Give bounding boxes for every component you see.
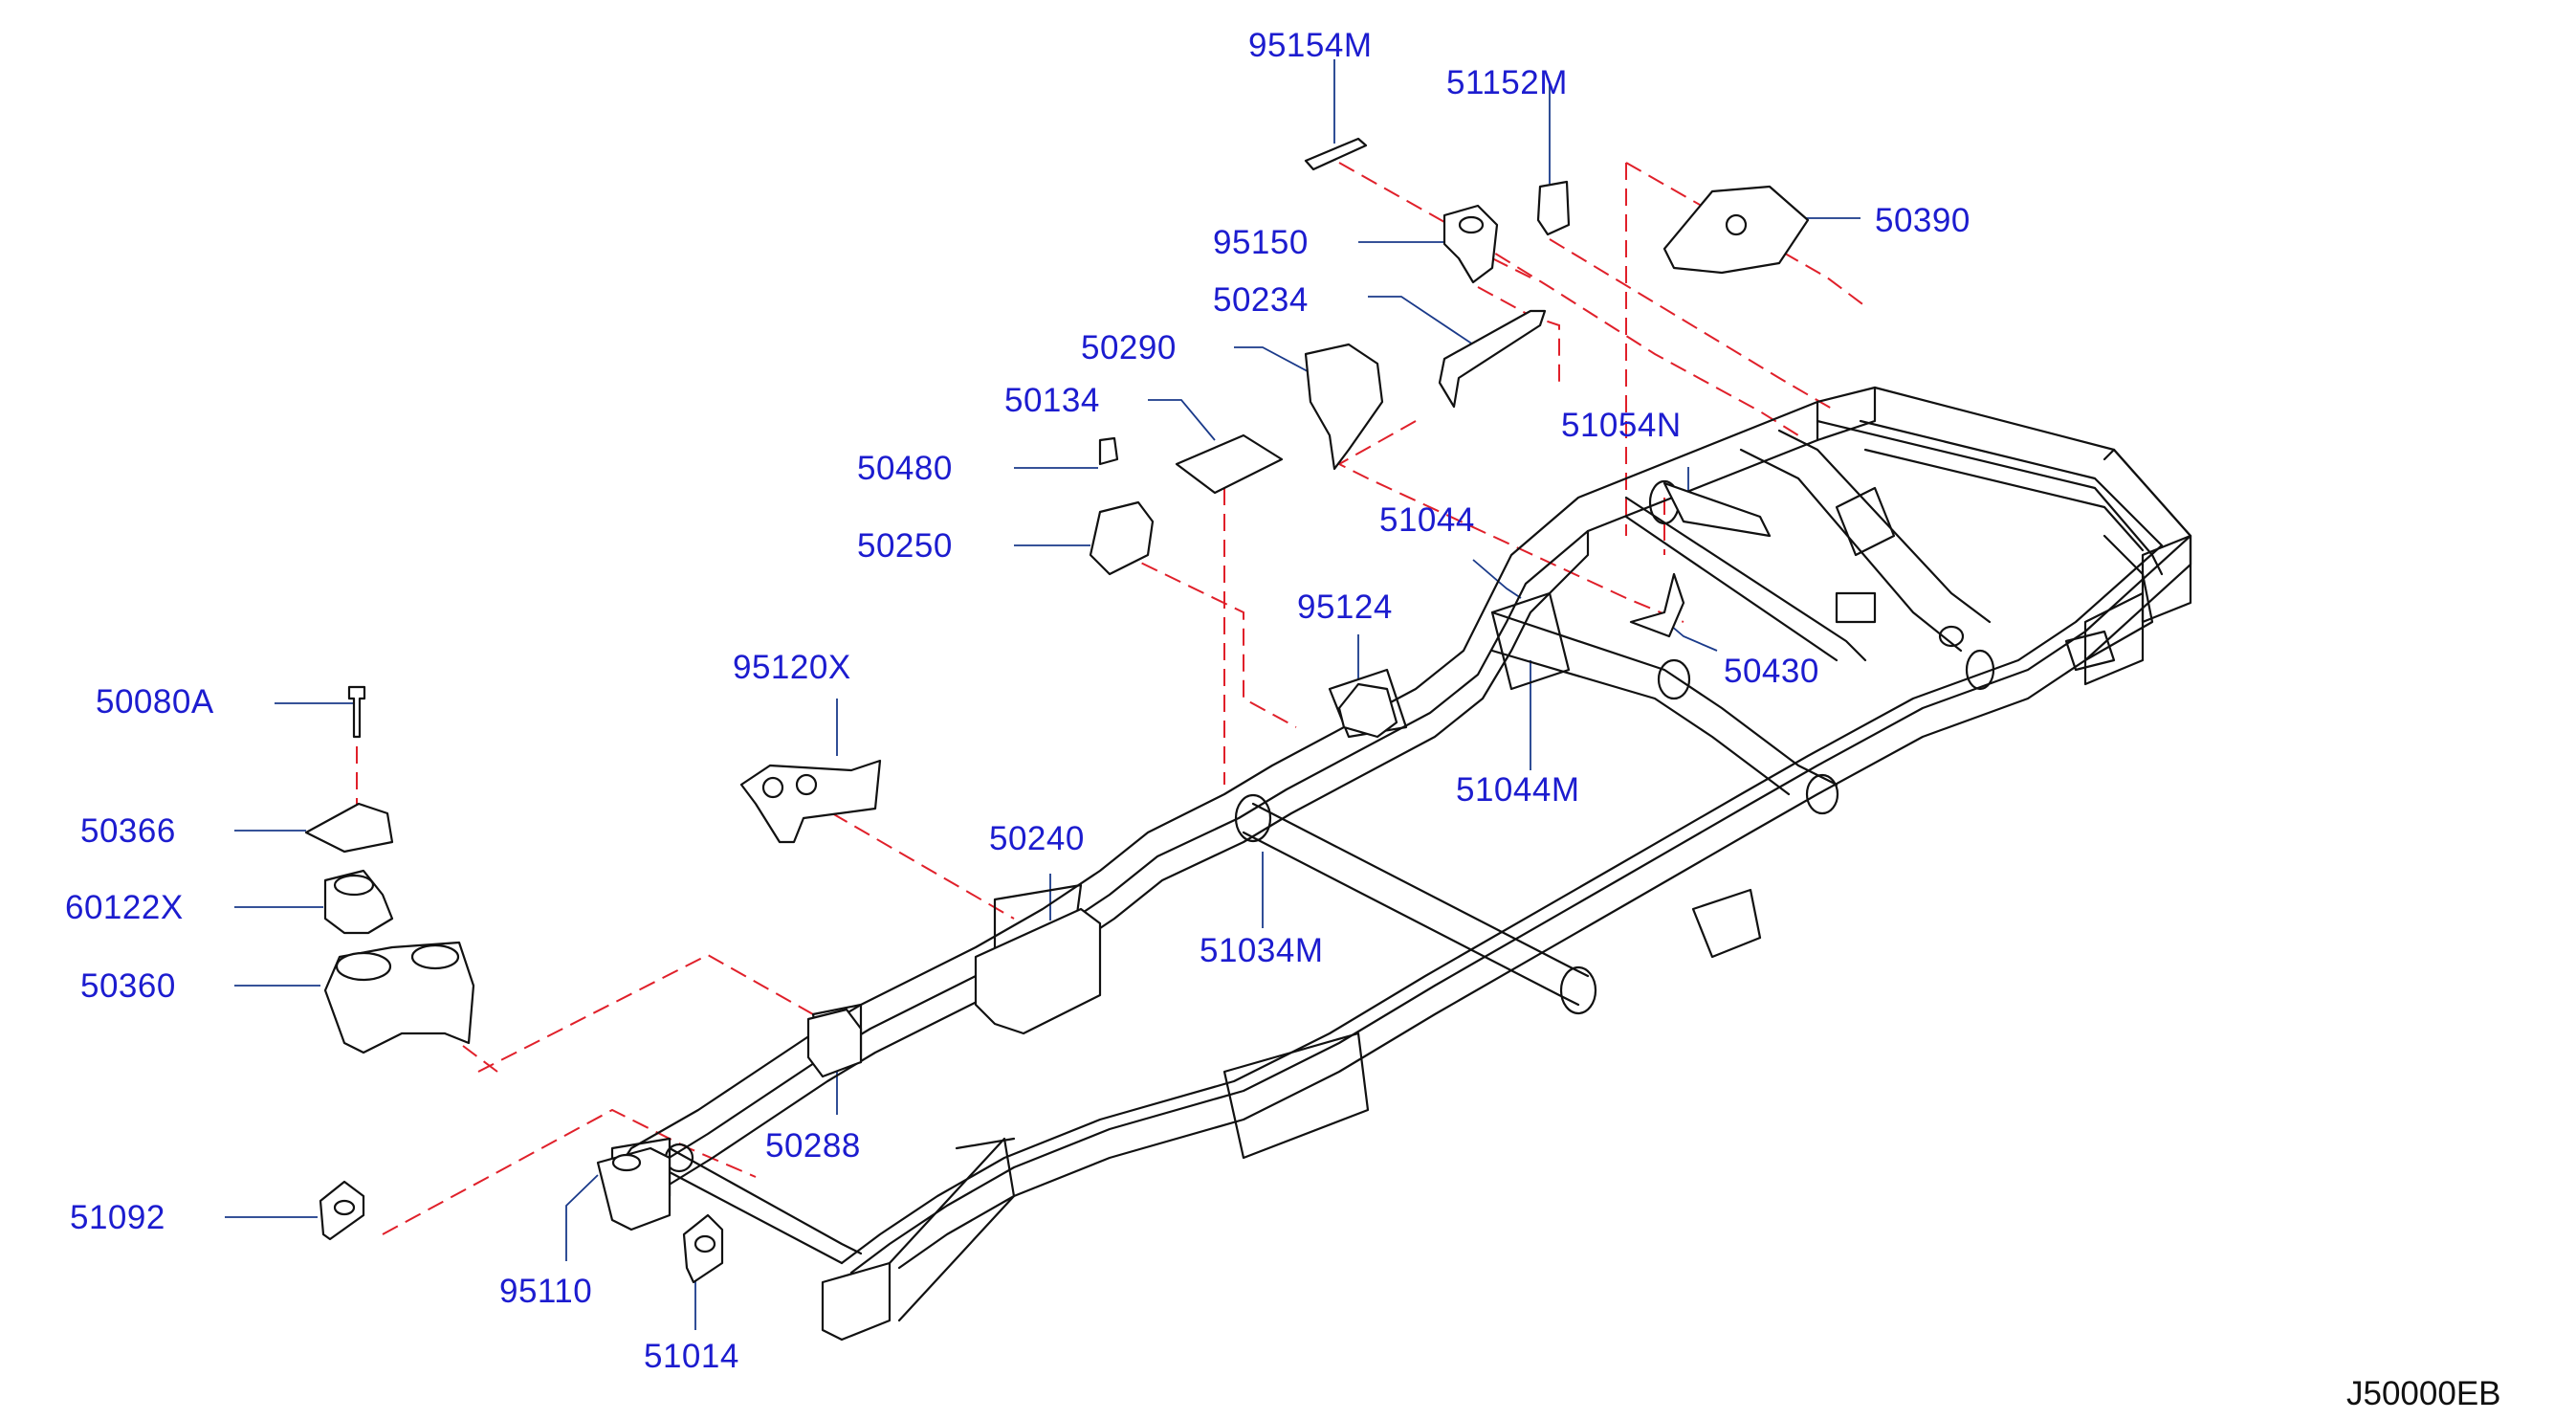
part-50366-shape xyxy=(304,802,394,854)
frame-assembly xyxy=(610,386,2192,1342)
label-95120X: 95120X xyxy=(733,649,851,686)
label-51034M: 51034M xyxy=(1200,932,1324,969)
part-50290-shape xyxy=(1304,343,1384,471)
label-50366: 50366 xyxy=(80,812,176,850)
label-95124: 95124 xyxy=(1297,588,1393,626)
label-51092: 51092 xyxy=(70,1199,165,1236)
label-95154M: 95154M xyxy=(1248,27,1373,64)
diagram-code: J50000EB xyxy=(2346,1375,2501,1412)
part-50288-shape xyxy=(806,1008,863,1078)
part-50234-shape xyxy=(1438,309,1547,409)
label-51152M: 51152M xyxy=(1446,64,1568,101)
dashed-guides xyxy=(356,162,1866,1235)
part-51152M-shape xyxy=(1536,180,1571,236)
label-50134: 50134 xyxy=(1004,382,1100,419)
label-50234: 50234 xyxy=(1213,281,1309,319)
label-51044M: 51044M xyxy=(1456,771,1580,809)
part-50240-shape xyxy=(974,907,1102,1035)
leader-lines xyxy=(225,59,1860,1330)
part-50430-shape xyxy=(1629,572,1685,638)
label-60122X: 60122X xyxy=(65,889,184,926)
label-95110: 95110 xyxy=(499,1273,593,1310)
label-51044: 51044 xyxy=(1379,501,1475,539)
label-50080A: 50080A xyxy=(96,683,214,721)
label-95150: 95150 xyxy=(1213,224,1309,261)
part-95124-shape xyxy=(1337,682,1398,739)
part-50080A-shape xyxy=(347,685,366,739)
label-50360: 50360 xyxy=(80,967,176,1005)
label-51014: 51014 xyxy=(644,1338,739,1375)
label-50288: 50288 xyxy=(765,1127,861,1165)
label-50240: 50240 xyxy=(989,820,1085,857)
part-51054N-shape xyxy=(1662,481,1772,538)
label-50390: 50390 xyxy=(1875,202,1971,239)
part-95150-shape xyxy=(1442,204,1499,284)
label-50250: 50250 xyxy=(857,527,953,565)
label-51054N: 51054N xyxy=(1561,407,1682,444)
label-50290: 50290 xyxy=(1081,329,1177,366)
part-50250-shape xyxy=(1089,500,1155,576)
part-95154M-shape xyxy=(1304,137,1368,171)
part-95110-shape xyxy=(596,1146,672,1231)
part-50480-shape xyxy=(1098,436,1119,466)
label-50480: 50480 xyxy=(857,450,953,487)
label-50430: 50430 xyxy=(1724,653,1819,690)
part-50134-shape xyxy=(1175,433,1284,495)
